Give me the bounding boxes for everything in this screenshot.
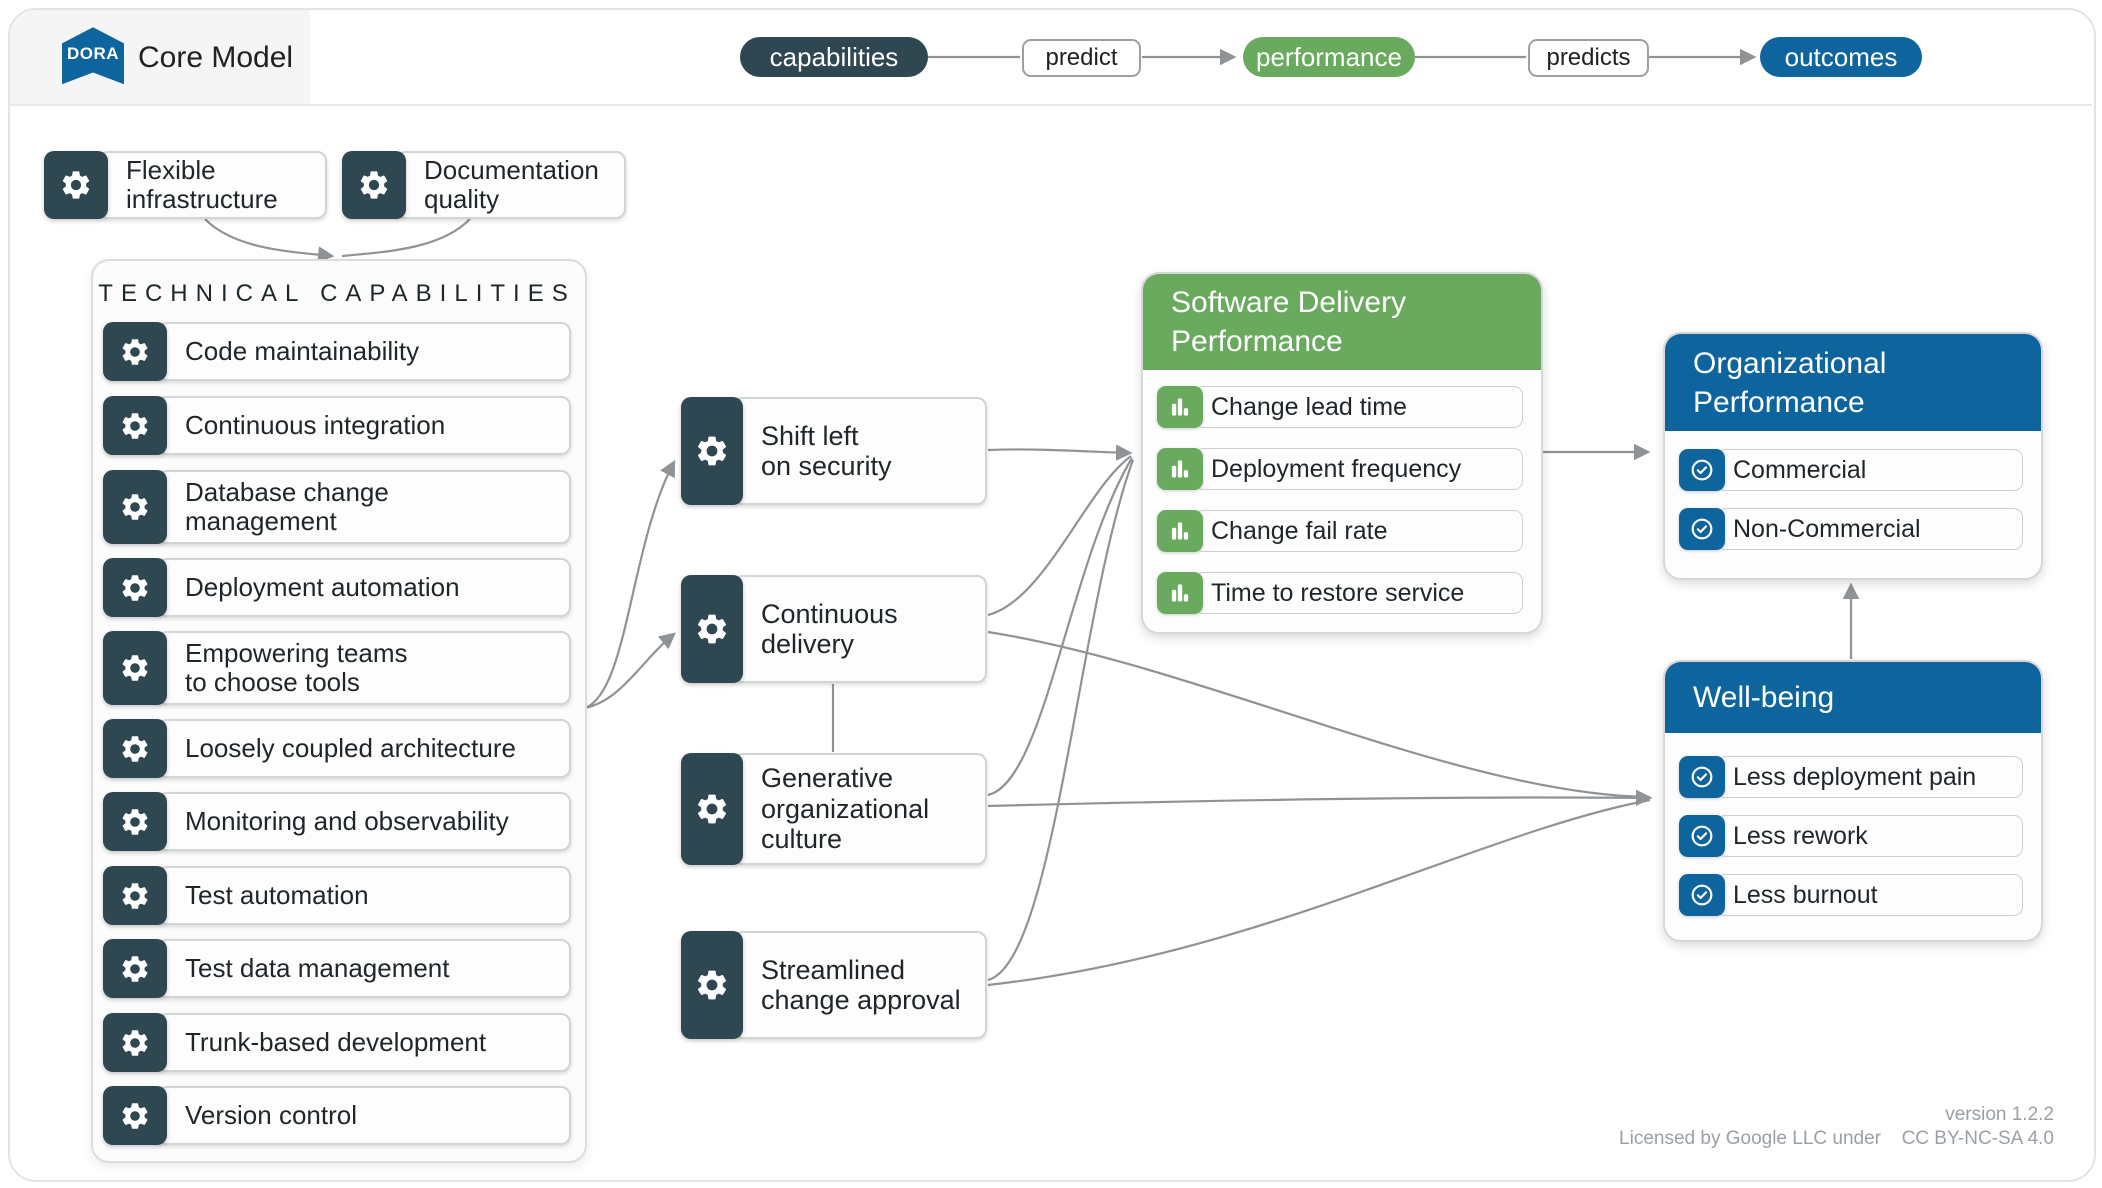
outcome-less-deployment-pain: Less deployment pain [1679,756,2023,798]
bar-chart-icon [1157,510,1203,552]
bar-chart-icon [1157,386,1203,428]
metric-label: Time to restore service [1194,572,1523,614]
gear-icon [44,151,108,219]
capability-label: Generative organizational culture [733,753,987,865]
gear-icon [103,1013,167,1072]
tech-capability-item: Monitoring and observability [103,792,571,851]
tech-capability-item: Test data management [103,939,571,998]
check-circle-icon [1679,874,1725,916]
organizational-performance-title: Organizational Performance [1665,334,2041,431]
capability-generative-organizational-culture: Generative organizational culture [681,753,987,865]
capability-shift-left-on-security: Shift left on security [681,397,987,505]
tech-capability-label: Test data management [157,939,571,998]
tech-capability-label: Database change management [157,470,571,544]
flow-node-outcomes: outcomes [1760,37,1922,77]
gear-icon [103,322,167,381]
tech-capability-item: Test automation [103,866,571,925]
metric-change-fail-rate: Change fail rate [1157,510,1523,552]
metric-change-lead-time: Change lead time [1157,386,1523,428]
license-line: Licensed by Google LLC under CC BY-NC-SA… [1619,1128,2054,1150]
gear-icon [103,792,167,851]
gear-icon [681,397,743,505]
metric-label: Deployment frequency [1194,448,1523,490]
gear-icon [103,1086,167,1145]
tech-capability-label: Trunk-based development [157,1013,571,1072]
outcome-less-burnout: Less burnout [1679,874,2023,916]
gear-icon [103,470,167,544]
outcome-label: Non-Commercial [1716,508,2023,550]
check-circle-icon [1679,508,1725,550]
gear-icon [103,939,167,998]
tech-capability-item: Database change management [103,470,571,544]
header-panel [10,10,310,105]
metric-deployment-frequency: Deployment frequency [1157,448,1523,490]
capability-label: Documentation quality [396,151,626,219]
gear-icon [103,558,167,617]
page-title: Core Model [138,40,294,74]
tech-capability-item: Deployment automation [103,558,571,617]
tech-capability-item: Code maintainability [103,322,571,381]
tech-capability-label: Empowering teams to choose tools [157,631,571,705]
license-prefix: Licensed by Google LLC under [1619,1128,1882,1149]
capability-flexible-infrastructure: Flexible infrastructure [44,151,327,219]
bar-chart-icon [1157,572,1203,614]
gear-icon [681,753,743,865]
outcome-label: Less rework [1716,815,2023,857]
outcome-label: Commercial [1716,449,2023,491]
tech-capability-label: Loosely coupled architecture [157,719,571,778]
capability-streamlined-change-approval: Streamlined change approval [681,931,987,1039]
tech-capability-label: Version control [157,1086,571,1145]
gear-icon [103,396,167,455]
check-circle-icon [1679,449,1725,491]
gear-icon [681,575,743,683]
tech-capability-label: Code maintainability [157,322,571,381]
capability-label: Streamlined change approval [733,931,987,1039]
version-label: version 1.2.2 [1945,1104,2054,1125]
tech-capability-label: Monitoring and observability [157,792,571,851]
gear-icon [103,866,167,925]
gear-icon [342,151,406,219]
software-delivery-performance-title: Software Delivery Performance [1143,274,1541,370]
dora-logo [62,27,124,85]
outcome-label: Less deployment pain [1716,756,2023,798]
capability-label: Continuous delivery [733,575,987,683]
check-circle-icon [1679,815,1725,857]
tech-capability-label: Deployment automation [157,558,571,617]
flow-node-predicts: predicts [1528,39,1649,77]
outcome-non-commercial: Non-Commercial [1679,508,2023,550]
metric-time-to-restore-service: Time to restore service [1157,572,1523,614]
flow-node-performance: performance [1243,37,1415,77]
capability-continuous-delivery: Continuous delivery [681,575,987,683]
tech-capability-item: Continuous integration [103,396,571,455]
tech-capability-item: Trunk-based development [103,1013,571,1072]
gear-icon [681,931,743,1039]
gear-icon [103,719,167,778]
capability-documentation-quality: Documentation quality [342,151,626,219]
flow-node-capabilities: capabilities [740,37,928,77]
tech-capability-item: Empowering teams to choose tools [103,631,571,705]
outcome-commercial: Commercial [1679,449,2023,491]
tech-capability-item: Version control [103,1086,571,1145]
check-circle-icon [1679,756,1725,798]
tech-capability-label: Continuous integration [157,396,571,455]
header-divider [10,104,2092,106]
flow-node-predict: predict [1022,39,1141,77]
tech-capability-item: Loosely coupled architecture [103,719,571,778]
well-being-title: Well-being [1665,662,2041,733]
technical-capabilities-title: TECHNICAL CAPABILITIES [98,280,576,307]
outcome-label: Less burnout [1716,874,2023,916]
metric-label: Change fail rate [1194,510,1523,552]
gear-icon [103,631,167,705]
outcome-less-rework: Less rework [1679,815,2023,857]
bar-chart-icon [1157,448,1203,490]
tech-capability-label: Test automation [157,866,571,925]
license-link[interactable]: CC BY-NC-SA 4.0 [1901,1128,2054,1149]
capability-label: Flexible infrastructure [98,151,327,219]
metric-label: Change lead time [1194,386,1523,428]
dora-logo-text: DORA [66,44,120,63]
capability-label: Shift left on security [733,397,987,505]
